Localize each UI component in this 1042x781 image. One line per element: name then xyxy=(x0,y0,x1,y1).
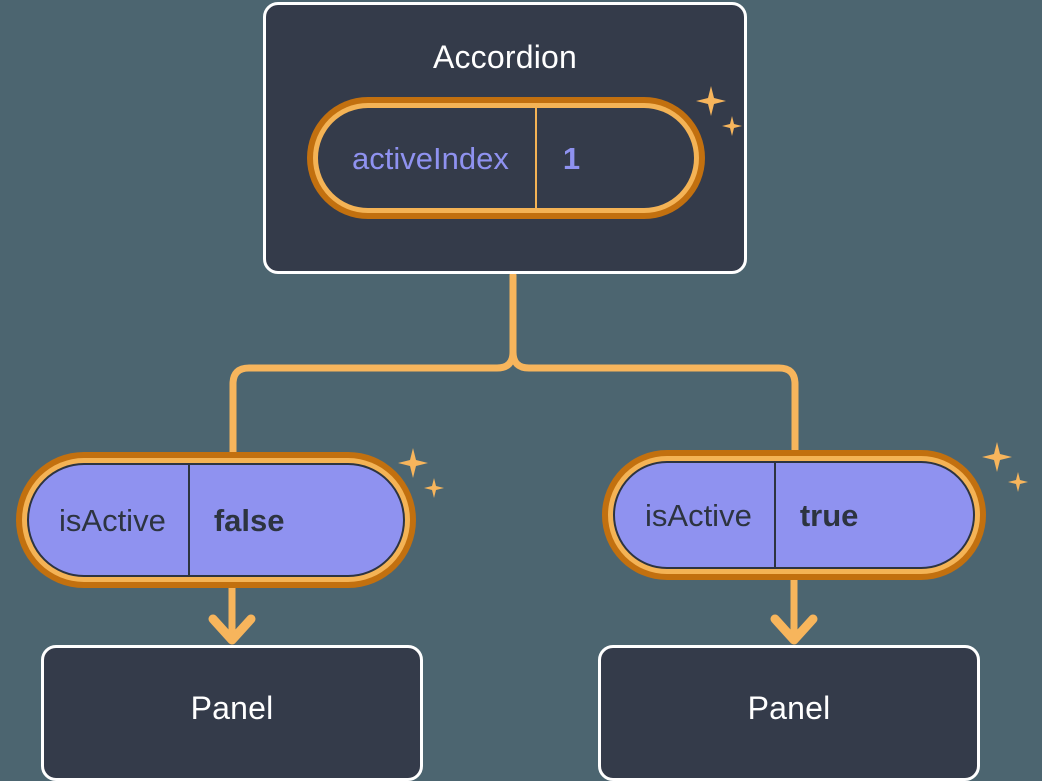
pill-ring: activeIndex 1 xyxy=(313,103,699,213)
sparkle-icon-small xyxy=(424,478,444,498)
pill-ring: isActive false xyxy=(22,458,410,582)
component-title-accordion: Accordion xyxy=(432,39,578,75)
state-value-active-index: 1 xyxy=(534,108,620,208)
prop-key-is-active-left: isActive xyxy=(59,502,166,538)
state-key-active-index: activeIndex xyxy=(352,140,509,176)
sparkle-icon-small xyxy=(1008,472,1028,492)
sparkle-group-right xyxy=(982,442,1042,502)
connector-branch-right xyxy=(509,348,799,454)
sparkle-icon-large xyxy=(982,442,1012,472)
arrowhead-left xyxy=(208,614,256,645)
arrowhead-right xyxy=(770,614,818,645)
state-pill-active-index[interactable]: activeIndex 1 xyxy=(307,97,705,219)
component-card-panel-right[interactable]: Panel xyxy=(598,645,980,781)
pill-ring: isActive true xyxy=(608,456,980,574)
prop-pill-is-active-left[interactable]: isActive false xyxy=(16,452,416,588)
prop-key-is-active-right: isActive xyxy=(645,497,752,533)
prop-value-is-active-right: true xyxy=(773,463,891,567)
sparkle-icon-large xyxy=(398,448,428,478)
prop-pill-is-active-right[interactable]: isActive true xyxy=(602,450,986,580)
component-title-panel-right: Panel xyxy=(747,690,831,726)
pill-body: isActive false xyxy=(27,463,405,577)
connector-branch-left xyxy=(229,348,517,456)
pill-body: activeIndex 1 xyxy=(318,108,694,208)
pill-body: isActive true xyxy=(613,461,975,569)
component-card-panel-left[interactable]: Panel xyxy=(41,645,423,781)
component-title-panel-left: Panel xyxy=(190,690,274,726)
prop-value-is-active-left: false xyxy=(187,465,317,575)
